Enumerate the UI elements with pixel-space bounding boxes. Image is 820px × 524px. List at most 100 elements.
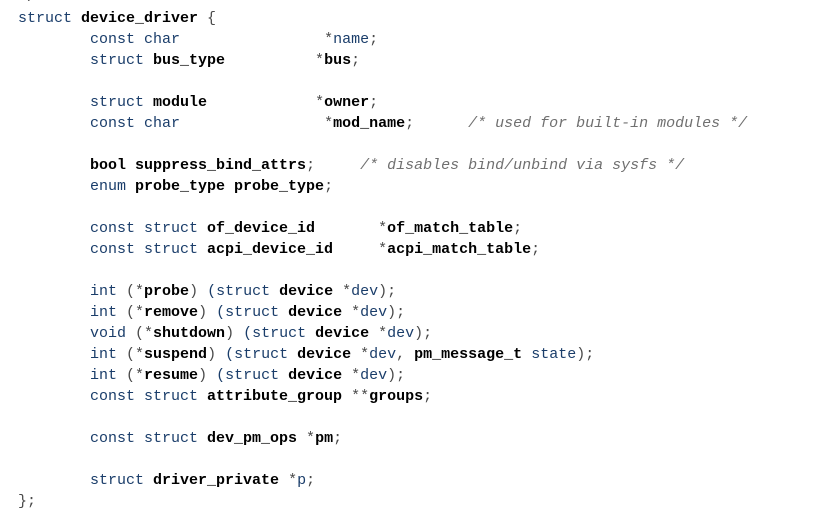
- code-line: int (*suspend) (struct device *dev, pm_m…: [18, 344, 747, 365]
- code-punctuation: ): [198, 367, 217, 384]
- code-identifier: mod_name: [333, 115, 406, 132]
- code-identifier: probe_type probe_type: [135, 178, 325, 195]
- code-punctuation: *: [324, 115, 334, 132]
- code-punctuation: (*: [126, 283, 145, 300]
- code-identifier: bus_type: [153, 52, 226, 69]
- code-punctuation: ;: [531, 241, 541, 258]
- code-identifier: bool suppress_bind_attrs: [90, 157, 307, 174]
- code-plain: dev: [360, 367, 388, 384]
- code-keyword: const char: [18, 31, 325, 48]
- code-line: const struct attribute_group **groups;: [18, 386, 747, 407]
- code-line: [18, 134, 747, 155]
- code-keyword: const struct: [18, 241, 208, 258]
- code-punctuation: ;: [306, 157, 361, 174]
- code-punctuation: );: [378, 283, 397, 300]
- code-keyword: int: [18, 367, 127, 384]
- code-keyword: (struct: [216, 367, 289, 384]
- code-line: int (*remove) (struct device *dev);: [18, 302, 747, 323]
- code-identifier: of_device_id: [207, 220, 316, 237]
- code-identifier: attribute_group: [207, 388, 343, 405]
- code-line: [18, 260, 747, 281]
- code-punctuation: {: [198, 10, 217, 27]
- code-line: const struct acpi_device_id *acpi_match_…: [18, 239, 747, 260]
- code-identifier: resume: [144, 367, 199, 384]
- code-keyword: const char: [18, 115, 325, 132]
- code-identifier: driver_private: [153, 472, 280, 489]
- code-punctuation: ;: [369, 94, 379, 111]
- code-punctuation: *: [324, 31, 334, 48]
- code-identifier: pm_message_t: [414, 346, 523, 363]
- code-keyword: (struct: [216, 304, 289, 321]
- code-keyword: [18, 157, 90, 174]
- code-punctuation: (*: [135, 325, 154, 342]
- code-punctuation: *: [225, 52, 325, 69]
- code-plain: dev: [351, 283, 379, 300]
- code-identifier: acpi_device_id: [207, 241, 334, 258]
- code-plain: dev: [387, 325, 415, 342]
- code-line: void (*shutdown) (struct device *dev);: [18, 323, 747, 344]
- code-comment: /* disables bind/unbind via sysfs */: [360, 157, 685, 174]
- code-punctuation: ): [207, 346, 226, 363]
- code-keyword: struct: [18, 10, 82, 27]
- code-identifier: device: [315, 325, 370, 342]
- code-line: bool suppress_bind_attrs; /* disables bi…: [18, 155, 747, 176]
- code-punctuation: );: [387, 367, 406, 384]
- code-keyword: int: [18, 283, 127, 300]
- code-plain: state: [522, 346, 577, 363]
- code-line: const char *name;: [18, 29, 747, 50]
- code-line: const char *mod_name; /* used for built-…: [18, 113, 747, 134]
- code-punctuation: ): [225, 325, 244, 342]
- code-keyword: enum: [18, 178, 136, 195]
- code-punctuation: *: [333, 283, 352, 300]
- code-identifier: device_driver: [81, 10, 199, 27]
- code-line: [18, 407, 747, 428]
- code-keyword: struct: [18, 472, 154, 489]
- code-line: [18, 449, 747, 470]
- code-identifier: acpi_match_table: [387, 241, 532, 258]
- code-punctuation: ;: [405, 115, 469, 132]
- code-punctuation: *: [351, 346, 370, 363]
- code-punctuation: ;: [324, 178, 334, 195]
- code-line: struct bus_type *bus;: [18, 50, 747, 71]
- code-plain: dev: [369, 346, 397, 363]
- code-identifier: bus: [324, 52, 352, 69]
- code-block: */ struct device_driver { const char *nam…: [18, 0, 747, 512]
- code-identifier: shutdown: [153, 325, 226, 342]
- code-line: enum probe_type probe_type;: [18, 176, 747, 197]
- code-punctuation: */: [18, 0, 36, 6]
- code-keyword: int: [18, 304, 127, 321]
- code-line: [18, 197, 747, 218]
- code-punctuation: *: [207, 94, 325, 111]
- code-line: };: [18, 491, 747, 512]
- code-identifier: dev_pm_ops: [207, 430, 298, 447]
- code-punctuation: (*: [126, 304, 145, 321]
- code-keyword: void: [18, 325, 136, 342]
- code-identifier: module: [153, 94, 208, 111]
- code-punctuation: *: [342, 367, 361, 384]
- code-keyword: (struct: [207, 283, 280, 300]
- code-identifier: remove: [144, 304, 199, 321]
- code-plain: p: [297, 472, 307, 489]
- code-punctuation: *: [315, 220, 388, 237]
- code-keyword: const struct: [18, 388, 208, 405]
- code-punctuation: (*: [126, 367, 145, 384]
- code-punctuation: **: [342, 388, 370, 405]
- code-keyword: const struct: [18, 220, 208, 237]
- code-line: const struct of_device_id *of_match_tabl…: [18, 218, 747, 239]
- code-identifier: device: [297, 346, 352, 363]
- code-keyword: struct: [18, 52, 154, 69]
- code-keyword: int: [18, 346, 127, 363]
- code-identifier: of_match_table: [387, 220, 514, 237]
- code-punctuation: ;: [333, 430, 343, 447]
- code-identifier: probe: [144, 283, 190, 300]
- code-identifier: owner: [324, 94, 370, 111]
- code-line: int (*resume) (struct device *dev);: [18, 365, 747, 386]
- code-plain: dev: [360, 304, 388, 321]
- code-line: [18, 71, 747, 92]
- code-punctuation: *: [369, 325, 388, 342]
- code-punctuation: ): [198, 304, 217, 321]
- code-punctuation: ;: [351, 52, 361, 69]
- code-punctuation: );: [387, 304, 406, 321]
- code-keyword: (struct: [225, 346, 298, 363]
